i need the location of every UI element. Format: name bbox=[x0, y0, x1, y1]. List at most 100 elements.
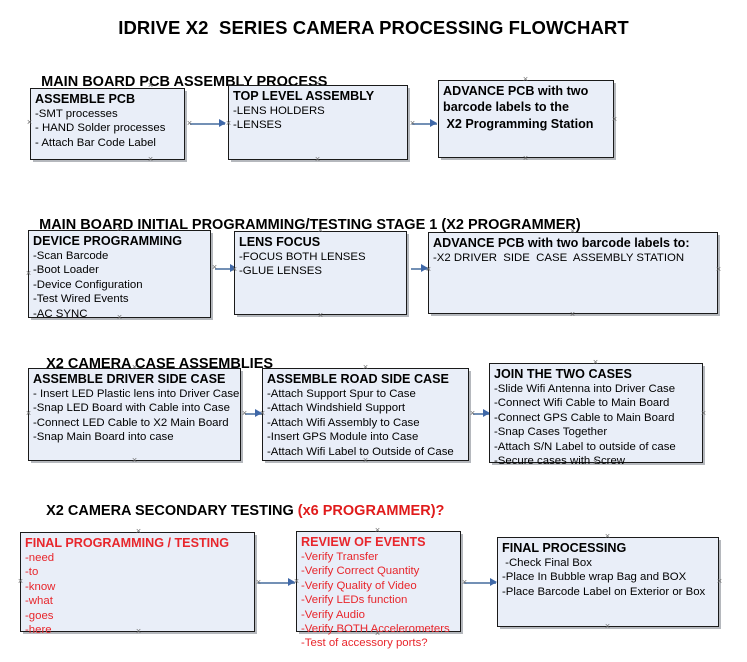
connection-point[interactable] bbox=[700, 410, 707, 417]
connector-line bbox=[245, 413, 263, 415]
section-heading-text: X2 CAMERA SECONDARY TESTING bbox=[46, 503, 298, 519]
node-header: JOIN THE TWO CASES bbox=[494, 367, 632, 381]
node-line: -FOCUS BOTH LENSES bbox=[239, 251, 366, 263]
connector-arrow-icon bbox=[483, 409, 490, 417]
connection-point[interactable] bbox=[255, 579, 262, 586]
node-assemble-driver-side-case[interactable]: ASSEMBLE DRIVER SIDE CASE - Insert LED P… bbox=[28, 368, 241, 461]
node-line: -Snap Main Board into case bbox=[33, 431, 174, 444]
connection-point[interactable] bbox=[362, 457, 369, 464]
node-line: - Insert LED Plastic lens into Driver Ca… bbox=[33, 388, 240, 400]
node-line: -Insert GPS Module into Case bbox=[267, 431, 419, 444]
node-line: -Attach Windshield Support bbox=[267, 402, 406, 415]
connection-point[interactable] bbox=[116, 314, 123, 321]
node-line: -Connect GPS Cable to Main Board bbox=[494, 411, 675, 424]
node-line: -Connect Wifi Cable to Main Board bbox=[494, 397, 670, 410]
node-line: -Verify Audio bbox=[301, 608, 365, 621]
node-top-level-assembly[interactable]: TOP LEVEL ASSEMBLY -LENS HOLDERS -LENSES bbox=[228, 85, 408, 160]
node-assemble-road-side-case[interactable]: ASSEMBLE ROAD SIDE CASE -Attach Support … bbox=[262, 368, 469, 461]
connection-point[interactable] bbox=[604, 533, 611, 540]
connection-point[interactable] bbox=[409, 120, 416, 127]
connection-point[interactable] bbox=[147, 82, 154, 89]
connection-point[interactable] bbox=[469, 410, 476, 417]
node-device-programming[interactable]: DEVICE PROGRAMMING -Scan Barcode -Boot L… bbox=[28, 230, 211, 320]
node-line: -to bbox=[25, 566, 39, 579]
connection-point[interactable] bbox=[131, 457, 138, 464]
connection-point[interactable] bbox=[592, 459, 599, 466]
connection-point[interactable] bbox=[25, 270, 32, 277]
node-advance-pcb-to-x2-programming-station[interactable]: ADVANCE PCB with two barcode labels to t… bbox=[438, 80, 614, 158]
connection-point[interactable] bbox=[569, 311, 576, 318]
node-lens-focus[interactable]: LENS FOCUS -FOCUS BOTH LENSES -GLUE LENS… bbox=[234, 231, 407, 315]
section-heading-accent: (x6 PROGRAMMER)? bbox=[297, 503, 445, 519]
connection-point[interactable] bbox=[135, 528, 142, 535]
connection-point[interactable] bbox=[26, 119, 33, 126]
connection-point[interactable] bbox=[569, 228, 576, 235]
node-line: -X2 DRIVER SIDE CASE ASSEMBLY STATION bbox=[433, 252, 685, 264]
node-review-of-events[interactable]: REVIEW OF EVENTS -Verify Transfer -Verif… bbox=[296, 531, 461, 649]
connection-point[interactable] bbox=[425, 266, 432, 273]
connection-point[interactable] bbox=[131, 364, 138, 371]
node-join-the-two-cases[interactable]: JOIN THE TWO CASES -Slide Wifi Antenna i… bbox=[489, 363, 703, 467]
node-header: LENS FOCUS bbox=[239, 235, 321, 249]
connection-point[interactable] bbox=[461, 579, 468, 586]
connection-point[interactable] bbox=[522, 76, 529, 83]
connector-line bbox=[190, 123, 225, 125]
connection-point[interactable] bbox=[522, 155, 529, 162]
connection-point[interactable] bbox=[715, 266, 722, 273]
connection-point[interactable] bbox=[211, 264, 218, 271]
connection-point[interactable] bbox=[374, 527, 381, 534]
node-advance-pcb-to-driver-side-case-assembly[interactable]: ADVANCE PCB with two barcode labels to: … bbox=[428, 232, 718, 314]
connector-arrow-icon bbox=[219, 119, 226, 127]
connection-point[interactable] bbox=[135, 628, 142, 635]
connection-point[interactable] bbox=[317, 312, 324, 319]
connection-point[interactable] bbox=[25, 410, 32, 417]
connection-point[interactable] bbox=[374, 630, 381, 637]
connector-line bbox=[412, 123, 437, 125]
connection-point[interactable] bbox=[314, 80, 321, 87]
node-line: -Attach Wifi Assembly to Case bbox=[267, 416, 420, 429]
connector-arrow-icon bbox=[430, 119, 437, 127]
connector-arrow-icon bbox=[490, 578, 497, 586]
node-line: -Place In Bubble wrap Bag and BOX bbox=[502, 571, 687, 584]
node-line: -Verify Transfer bbox=[301, 551, 379, 563]
connection-point[interactable] bbox=[317, 227, 324, 234]
connection-point[interactable] bbox=[604, 623, 611, 630]
node-line: -Verify BOTH Accelerometers bbox=[301, 623, 450, 636]
node-line: -AC SYNC bbox=[33, 307, 88, 320]
node-header: ASSEMBLE DRIVER SIDE CASE bbox=[33, 372, 226, 386]
node-line: -here bbox=[25, 624, 52, 637]
node-line: -what bbox=[25, 595, 53, 608]
connection-point[interactable] bbox=[225, 120, 232, 127]
node-line: barcode labels to the bbox=[443, 100, 569, 114]
connection-point[interactable] bbox=[362, 364, 369, 371]
connector-line bbox=[473, 413, 491, 415]
node-line: - Attach Bar Code Label bbox=[35, 136, 156, 149]
connection-point[interactable] bbox=[592, 359, 599, 366]
node-line: -LENS HOLDERS bbox=[233, 105, 325, 117]
node-line: -Check Final Box bbox=[502, 557, 592, 569]
connection-point[interactable] bbox=[147, 156, 154, 163]
connector-line bbox=[215, 268, 237, 270]
node-final-programming-testing[interactable]: FINAL PROGRAMMING / TESTING -need -to -k… bbox=[20, 532, 255, 636]
node-header: REVIEW OF EVENTS bbox=[301, 535, 426, 549]
connection-point[interactable] bbox=[241, 410, 248, 417]
connection-point[interactable] bbox=[259, 410, 266, 417]
connection-point[interactable] bbox=[17, 578, 24, 585]
node-line: -Device Configuration bbox=[33, 278, 143, 291]
connection-point[interactable] bbox=[116, 226, 123, 233]
connection-point[interactable] bbox=[314, 156, 321, 163]
page-title: IDRIVE X2 SERIES CAMERA PROCESSING FLOWC… bbox=[118, 17, 629, 38]
node-line: -LENSES bbox=[233, 119, 282, 132]
node-line: -Attach S/N Label to outside of case bbox=[494, 440, 676, 453]
node-line: -Connect LED Cable to X2 Main Board bbox=[33, 416, 229, 429]
connection-point[interactable] bbox=[716, 578, 723, 585]
connection-point[interactable] bbox=[293, 578, 300, 585]
node-final-processing[interactable]: FINAL PROCESSING -Check Final Box -Place… bbox=[497, 537, 719, 627]
connection-point[interactable] bbox=[611, 116, 618, 123]
node-line: -Secure cases with Screw bbox=[494, 455, 626, 468]
node-line: -Verify Correct Quantity bbox=[301, 565, 420, 578]
node-assemble-pcb[interactable]: ASSEMBLE PCB -SMT processes - HAND Solde… bbox=[30, 88, 185, 160]
connection-point[interactable] bbox=[231, 266, 238, 273]
connection-point[interactable] bbox=[186, 120, 193, 127]
node-line: -Verify Quality of Video bbox=[301, 579, 417, 592]
